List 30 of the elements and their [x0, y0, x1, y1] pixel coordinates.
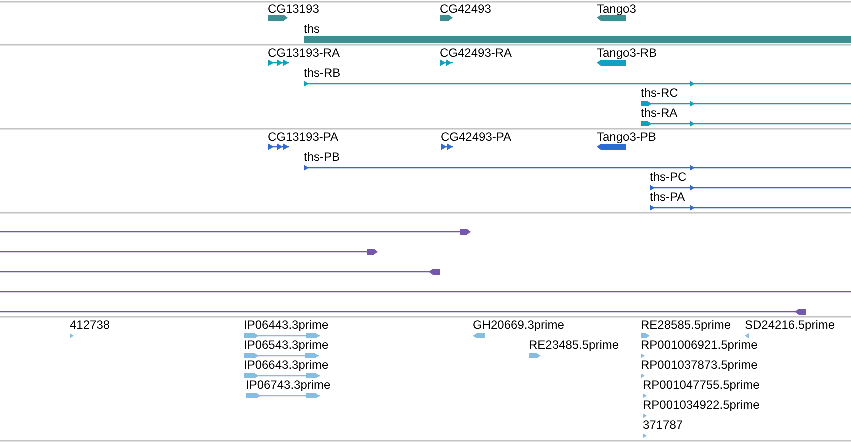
feature-label: CG42493-RA: [440, 46, 512, 60]
feature-label: CG42493: [440, 2, 492, 16]
feature-label: CG13193-RA: [268, 46, 340, 60]
feature-label: RE28585.5prime: [641, 318, 732, 332]
feature-label: RP001006921.5prime: [641, 338, 758, 352]
feature-label: RP001037873.5prime: [641, 358, 758, 372]
feature-label: ths-PB: [304, 150, 340, 164]
feature-label: IP06543.3prime: [244, 338, 329, 352]
feature-label: IP06743.3prime: [246, 378, 331, 392]
feature-label: Tango3-PB: [597, 130, 656, 144]
feature-label: ths-RC: [641, 86, 678, 100]
feature-label: ths: [304, 22, 320, 36]
feature-label: RE23485.5prime: [529, 338, 620, 352]
feature-label: RP001034922.5prime: [643, 398, 760, 412]
feature-label: IP06643.3prime: [244, 358, 329, 372]
feature-label: GH20669.3prime: [473, 318, 564, 332]
feature-label: ths-RB: [304, 66, 341, 80]
feature-label: IP06443.3prime: [244, 318, 329, 332]
feature-label: ths-PC: [650, 170, 687, 184]
feature-label: SD24216.5prime: [745, 318, 836, 332]
feature-label: CG13193-PA: [268, 130, 338, 144]
feature-label: ths-RA: [641, 106, 678, 120]
feature-label: ths-PA: [650, 190, 686, 204]
feature-label: RP001047755.5prime: [643, 378, 760, 392]
feature-label: CG42493-PA: [441, 130, 512, 144]
feature-label: Tango3: [597, 2, 636, 16]
feature-label: CG13193: [268, 2, 320, 16]
feature-label: 412738: [70, 318, 110, 332]
feature-label: Tango3-RB: [597, 46, 658, 60]
feature-label: 371787: [643, 418, 684, 432]
